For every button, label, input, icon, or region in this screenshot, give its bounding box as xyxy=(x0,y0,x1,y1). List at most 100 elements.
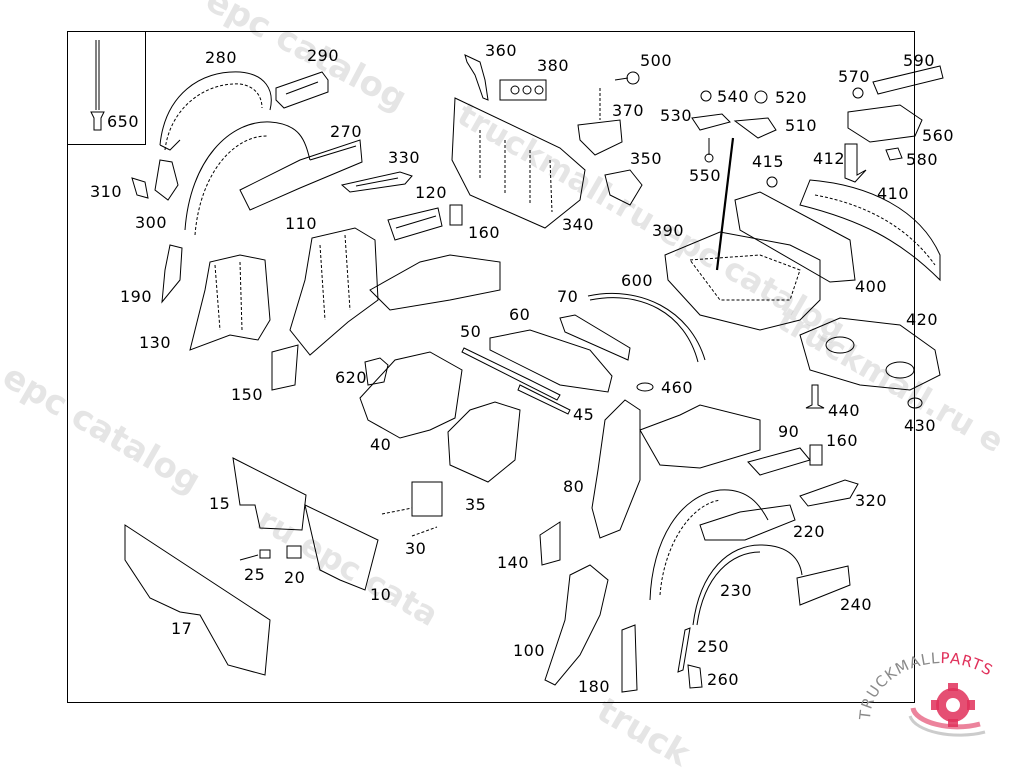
label-250[interactable]: 250 xyxy=(697,637,730,656)
part-520[interactable] xyxy=(754,90,768,104)
part-250[interactable] xyxy=(677,627,691,673)
label-440[interactable]: 440 xyxy=(828,401,861,420)
part-350[interactable] xyxy=(604,169,643,206)
part-380[interactable] xyxy=(499,79,547,101)
label-280[interactable]: 280 xyxy=(205,48,238,67)
part-430[interactable] xyxy=(907,397,923,409)
part-30[interactable] xyxy=(381,481,443,537)
label-180[interactable]: 180 xyxy=(578,677,611,696)
label-130[interactable]: 130 xyxy=(139,333,172,352)
label-600[interactable]: 600 xyxy=(621,271,654,290)
part-45[interactable] xyxy=(517,384,571,415)
part-130[interactable] xyxy=(189,254,271,351)
part-35[interactable] xyxy=(447,401,521,483)
part-370[interactable] xyxy=(577,88,623,156)
label-10[interactable]: 10 xyxy=(370,585,392,604)
label-330[interactable]: 330 xyxy=(388,148,421,167)
label-620[interactable]: 620 xyxy=(335,368,368,387)
label-60[interactable]: 60 xyxy=(509,305,531,324)
part-20[interactable] xyxy=(286,545,302,559)
label-380[interactable]: 380 xyxy=(537,56,570,75)
label-540[interactable]: 540 xyxy=(717,87,750,106)
part-10[interactable] xyxy=(304,504,379,591)
label-412[interactable]: 412 xyxy=(813,149,846,168)
label-550[interactable]: 550 xyxy=(689,166,722,185)
part-580[interactable] xyxy=(885,147,903,161)
label-45[interactable]: 45 xyxy=(573,405,595,424)
label-360[interactable]: 360 xyxy=(485,41,518,60)
label-230[interactable]: 230 xyxy=(720,581,753,600)
part-270[interactable] xyxy=(184,121,363,236)
part-280[interactable] xyxy=(159,71,272,151)
part-230[interactable] xyxy=(692,544,803,626)
label-320[interactable]: 320 xyxy=(855,491,888,510)
label-400[interactable]: 400 xyxy=(855,277,888,296)
label-370[interactable]: 370 xyxy=(612,101,645,120)
label-460[interactable]: 460 xyxy=(661,378,694,397)
part-620[interactable] xyxy=(364,357,389,386)
label-650[interactable]: 650 xyxy=(107,112,140,131)
part-100[interactable] xyxy=(544,564,609,686)
label-50[interactable]: 50 xyxy=(460,322,482,341)
part-260[interactable] xyxy=(687,664,703,689)
label-500[interactable]: 500 xyxy=(640,51,673,70)
label-90[interactable]: 90 xyxy=(778,422,800,441)
label-290[interactable]: 290 xyxy=(307,46,340,65)
part-60[interactable] xyxy=(489,329,613,393)
label-220[interactable]: 220 xyxy=(793,522,826,541)
label-590[interactable]: 590 xyxy=(903,51,936,70)
label-160a[interactable]: 160 xyxy=(468,223,501,242)
label-430[interactable]: 430 xyxy=(904,416,937,435)
part-25[interactable] xyxy=(239,549,271,561)
label-70[interactable]: 70 xyxy=(557,287,579,306)
label-120[interactable]: 120 xyxy=(415,183,448,202)
part-412[interactable] xyxy=(844,143,867,183)
part-530[interactable] xyxy=(691,113,731,131)
part-600[interactable] xyxy=(587,292,706,363)
part-240[interactable] xyxy=(796,565,851,606)
part-15[interactable] xyxy=(232,457,307,531)
part-80[interactable] xyxy=(591,399,761,539)
part-310[interactable] xyxy=(131,177,149,199)
part-360[interactable] xyxy=(464,54,489,101)
label-570[interactable]: 570 xyxy=(838,67,871,86)
part-140[interactable] xyxy=(539,521,561,566)
part-17[interactable] xyxy=(124,524,271,676)
label-560[interactable]: 560 xyxy=(922,126,955,145)
part-440[interactable] xyxy=(805,384,825,409)
part-190[interactable] xyxy=(161,244,183,304)
label-25[interactable]: 25 xyxy=(244,565,266,584)
part-160a[interactable] xyxy=(449,204,463,226)
part-510[interactable] xyxy=(733,117,777,139)
part-180[interactable] xyxy=(621,624,638,693)
label-420[interactable]: 420 xyxy=(906,310,939,329)
part-320[interactable] xyxy=(799,479,859,507)
label-100[interactable]: 100 xyxy=(513,641,546,660)
part-220[interactable] xyxy=(649,489,796,601)
label-340[interactable]: 340 xyxy=(562,215,595,234)
part-290[interactable] xyxy=(275,71,329,109)
label-270[interactable]: 270 xyxy=(330,122,363,141)
part-420[interactable] xyxy=(799,317,941,391)
label-17[interactable]: 17 xyxy=(171,619,193,638)
label-40[interactable]: 40 xyxy=(370,435,392,454)
part-110[interactable] xyxy=(289,227,501,356)
part-160b[interactable] xyxy=(809,444,823,466)
part-340[interactable] xyxy=(451,97,586,229)
part-560[interactable] xyxy=(847,104,923,143)
part-300[interactable] xyxy=(154,159,179,201)
part-590[interactable] xyxy=(872,65,944,95)
part-120[interactable] xyxy=(387,207,443,241)
part-415[interactable] xyxy=(766,176,778,188)
part-40[interactable] xyxy=(359,351,463,439)
label-160b[interactable]: 160 xyxy=(826,431,859,450)
label-30[interactable]: 30 xyxy=(405,539,427,558)
part-570[interactable] xyxy=(852,87,864,99)
label-110[interactable]: 110 xyxy=(285,214,318,233)
label-310[interactable]: 310 xyxy=(90,182,123,201)
label-20[interactable]: 20 xyxy=(284,568,306,587)
label-190[interactable]: 190 xyxy=(120,287,153,306)
part-650[interactable] xyxy=(90,40,105,131)
label-410[interactable]: 410 xyxy=(877,184,910,203)
label-510[interactable]: 510 xyxy=(785,116,818,135)
